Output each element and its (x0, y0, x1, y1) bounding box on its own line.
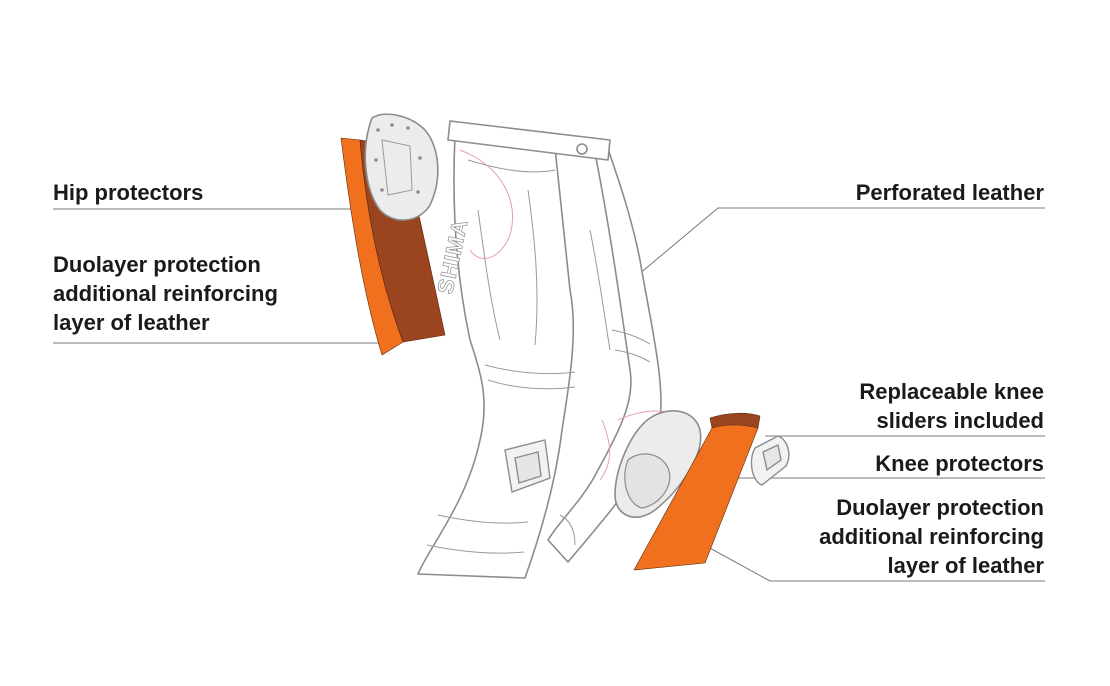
label-knee-sliders: Replaceable knee sliders included (859, 377, 1044, 435)
label-hip-protectors: Hip protectors (53, 178, 203, 207)
label-line: additional reinforcing (819, 524, 1044, 549)
label-knee-protectors: Knee protectors (875, 449, 1044, 478)
leader-duolayer-knee (685, 534, 1045, 582)
waist-button (576, 143, 588, 155)
label-duolayer-hip: Duolayer protection additional reinforci… (53, 250, 278, 337)
seams (426, 159, 651, 554)
left-leg (417, 134, 575, 579)
label-perforated-leather: Perforated leather (856, 178, 1044, 207)
leader-perforated-leather (619, 207, 1045, 291)
label-line: layer of leather (53, 310, 210, 335)
label-duolayer-knee: Duolayer protection additional reinforci… (819, 493, 1044, 580)
label-line: sliders included (876, 408, 1045, 433)
hip-protector (364, 113, 439, 221)
knee-slider-puck (750, 435, 790, 486)
label-line: Perforated leather (855, 180, 1044, 205)
label-line: Duolayer protection (53, 252, 261, 277)
knee-protector (614, 410, 702, 519)
label-line: additional reinforcing (53, 281, 278, 306)
label-line: Replaceable knee (859, 379, 1044, 404)
knee-duolayer-panel (633, 412, 761, 571)
label-line: Duolayer protection (836, 495, 1044, 520)
knee-panel-orange-face (633, 424, 759, 571)
leader-lines (53, 207, 1045, 582)
label-line: layer of leather (887, 553, 1044, 578)
label-line: Hip protectors (53, 180, 204, 205)
left-knee-slider (504, 439, 551, 493)
waistband (447, 120, 611, 161)
label-line: Knee protectors (875, 451, 1044, 476)
